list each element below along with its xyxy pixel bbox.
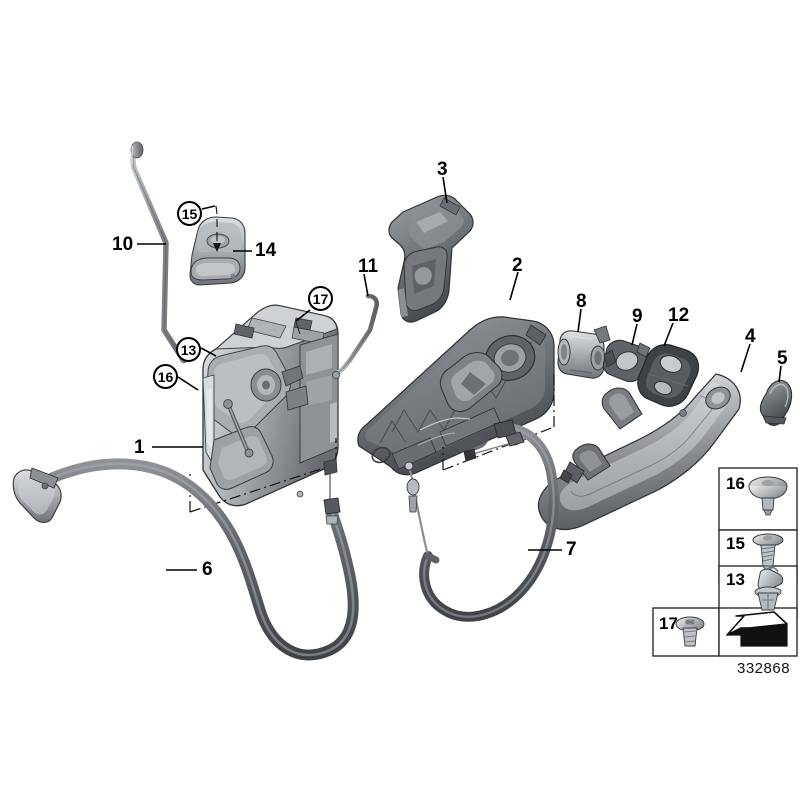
callout-label-4: 4 [745, 326, 756, 347]
callout-label-8: 8 [576, 291, 587, 312]
callout-label-5: 5 [777, 348, 788, 369]
legend-icon-round-head-screw [748, 476, 788, 516]
callout-label-3: 3 [437, 159, 448, 180]
callout-label-10: 10 [112, 234, 134, 255]
callout-label-1: 1 [134, 437, 145, 458]
diagram-id-label: 332868 [737, 660, 791, 677]
fastener-legend-box [652, 467, 798, 657]
part-lock-rod [331, 293, 380, 379]
legend-number-17: 17 [659, 614, 678, 633]
callout-label-2: 2 [512, 255, 523, 276]
callout-label-9: 9 [632, 306, 643, 327]
legend-number-13: 13 [726, 570, 745, 589]
legend-number-15: 15 [726, 534, 745, 553]
part-door-lock-assembly [202, 304, 339, 507]
part-handle-gasket-seal [637, 344, 700, 407]
circled-callout-17: 17 [308, 286, 333, 311]
part-bowden-cable-inner-handle [12, 458, 359, 661]
part-operating-rod [130, 141, 188, 363]
legend-icon-torx-screw [675, 616, 705, 647]
circled-callout-13: 13 [176, 337, 201, 362]
part-handle-bracket-support [388, 194, 474, 323]
callout-label-14: 14 [255, 240, 277, 261]
part-handle-end-cap [759, 379, 793, 426]
legend-number-16: 16 [726, 474, 745, 493]
part-outer-door-handle [537, 373, 741, 531]
part-handle-carrier-frame [357, 316, 555, 476]
leader-lines [137, 176, 782, 571]
circled-callout-16: 16 [153, 364, 178, 389]
callout-label-6: 6 [202, 559, 213, 580]
legend-icon-tapping-screw [752, 533, 784, 574]
part-bowden-cable-lock-release [404, 419, 559, 622]
part-lock-cylinder [557, 325, 611, 379]
legend-icon-direction-arrow [726, 611, 788, 647]
callout-label-11: 11 [358, 256, 379, 277]
part-lock-cylinder-cover [602, 339, 651, 383]
circled-callout-15: 15 [177, 201, 202, 226]
callout-label-7: 7 [566, 539, 577, 560]
legend-icon-expanding-rivet [754, 566, 784, 611]
callout-label-12: 12 [668, 305, 690, 326]
